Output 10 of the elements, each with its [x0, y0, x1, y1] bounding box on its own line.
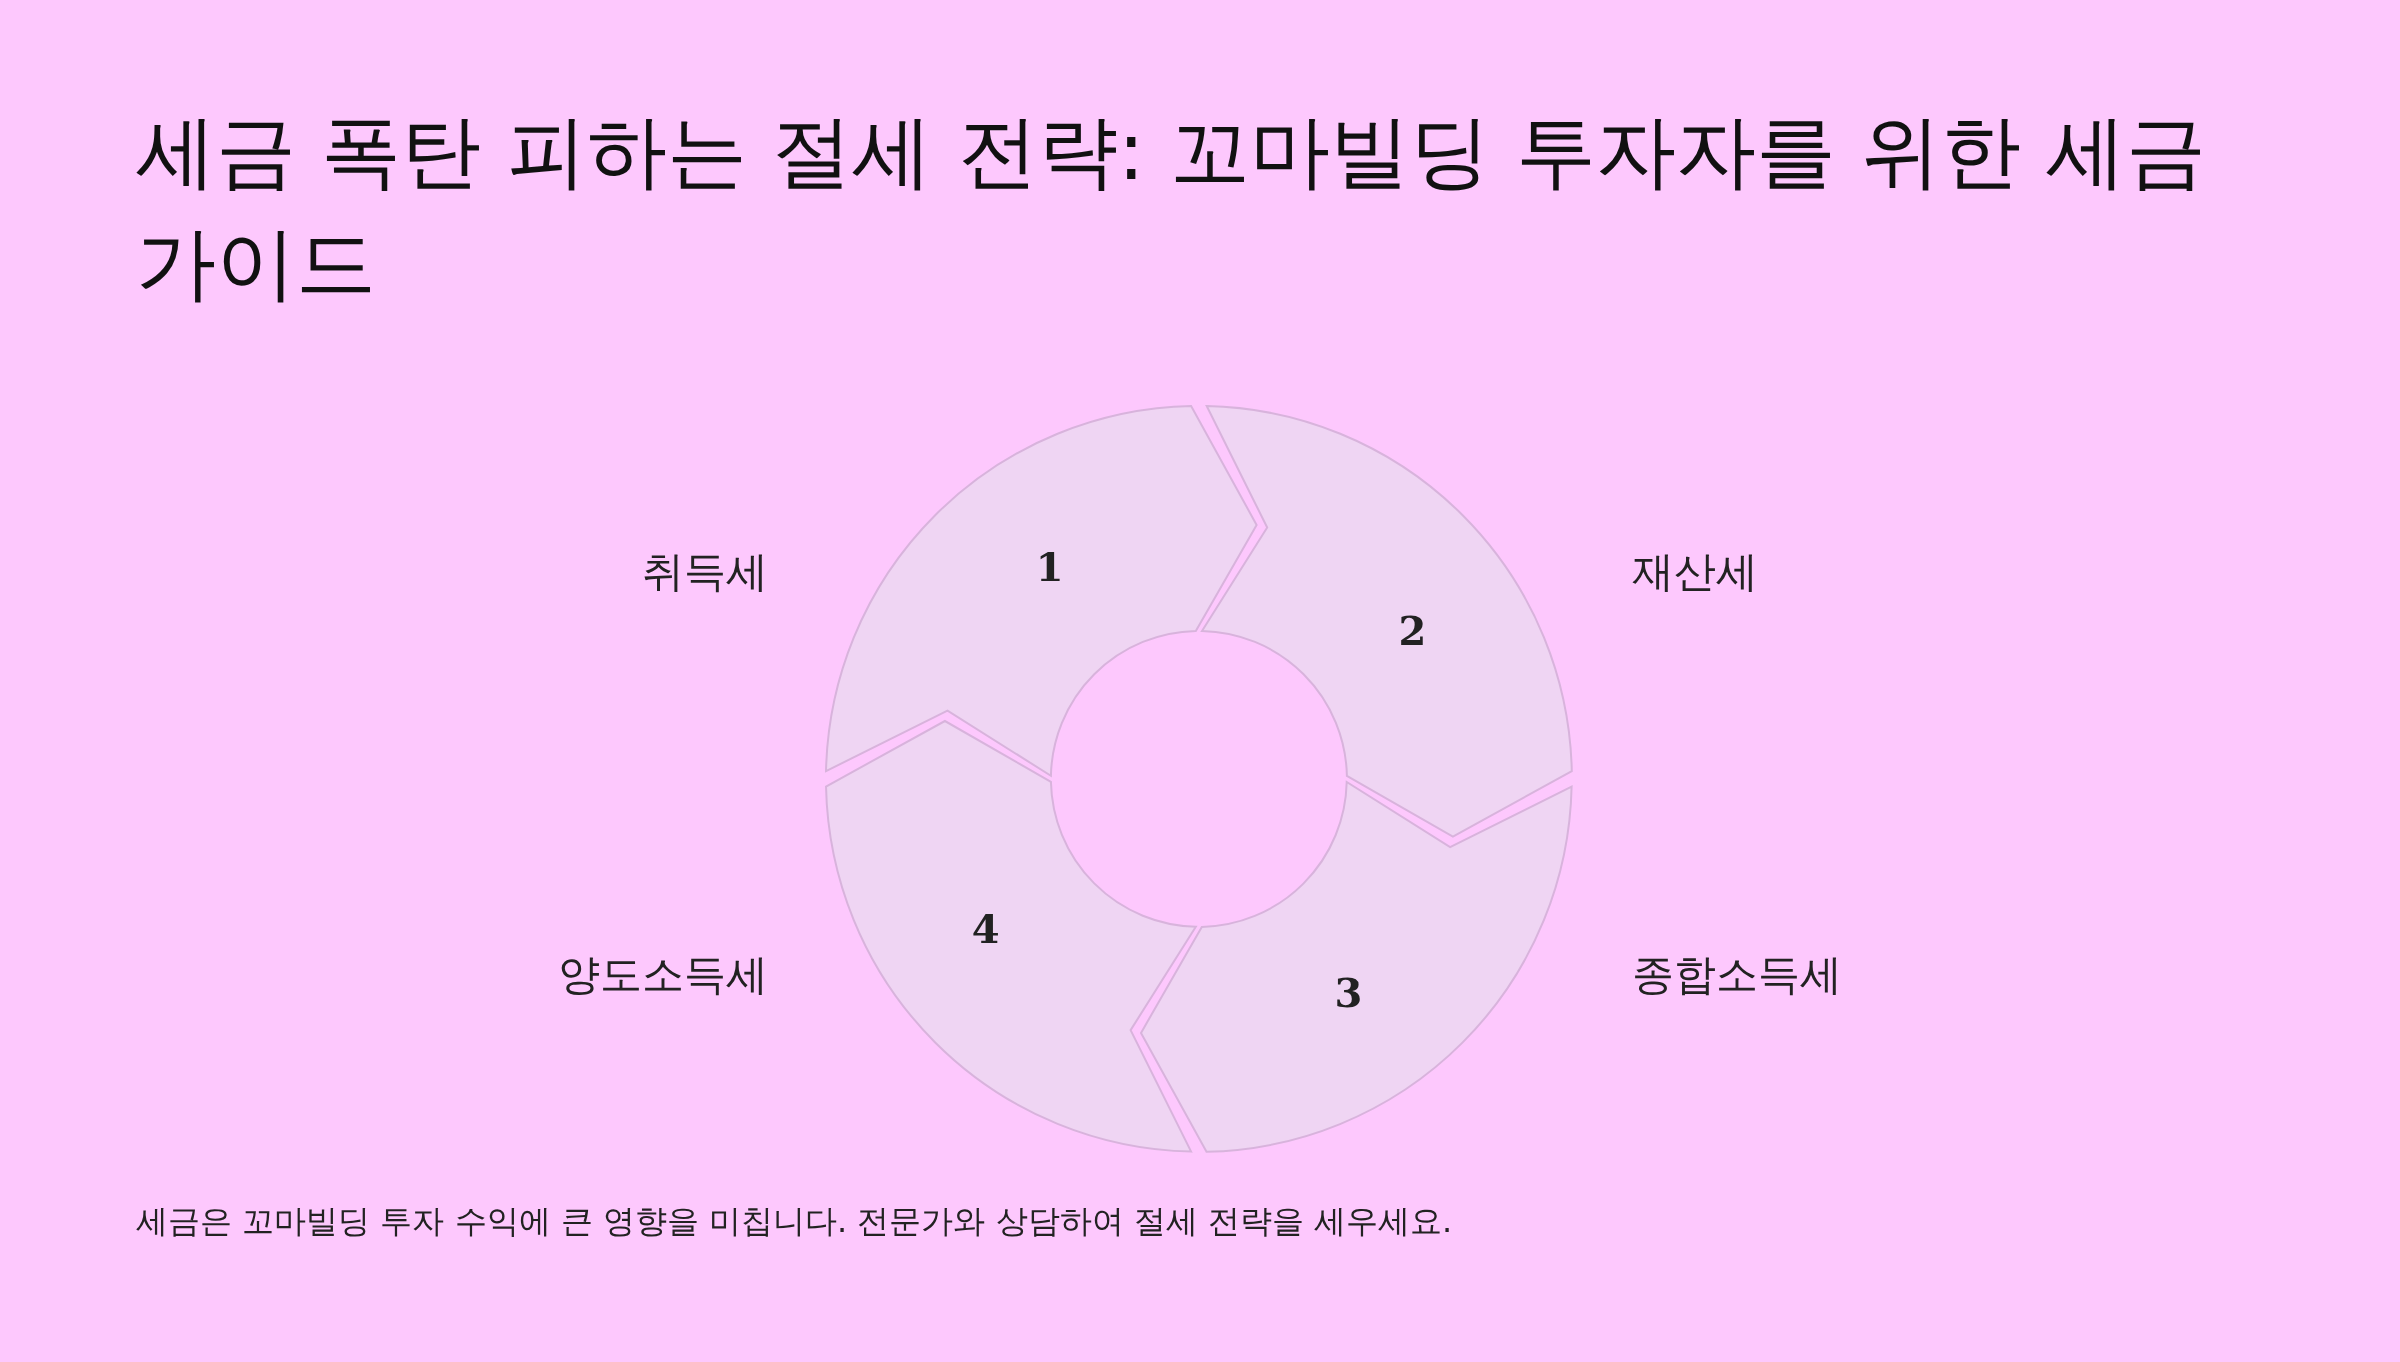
tax-label: 재산세 — [1632, 546, 1758, 598]
tax-label: 종합소득세 — [1632, 949, 1842, 1001]
step-number: 4 — [971, 904, 1000, 952]
title: 세금 폭탄 피하는 절세 전략: 꼬마빌딩 투자자를 위한 세금 가이드 — [136, 104, 2208, 312]
tax-label: 양도소득세 — [558, 949, 768, 1001]
tax-label: 취득세 — [642, 546, 768, 598]
step-number: 3 — [1334, 968, 1363, 1016]
step-number: 2 — [1398, 606, 1427, 654]
step-number: 1 — [1035, 542, 1064, 590]
caption: 세금은 꼬마빌딩 투자 수익에 큰 영향을 미칩니다. 전문가와 상담하여 절세 전략을 세우세요. — [136, 1201, 1453, 1242]
